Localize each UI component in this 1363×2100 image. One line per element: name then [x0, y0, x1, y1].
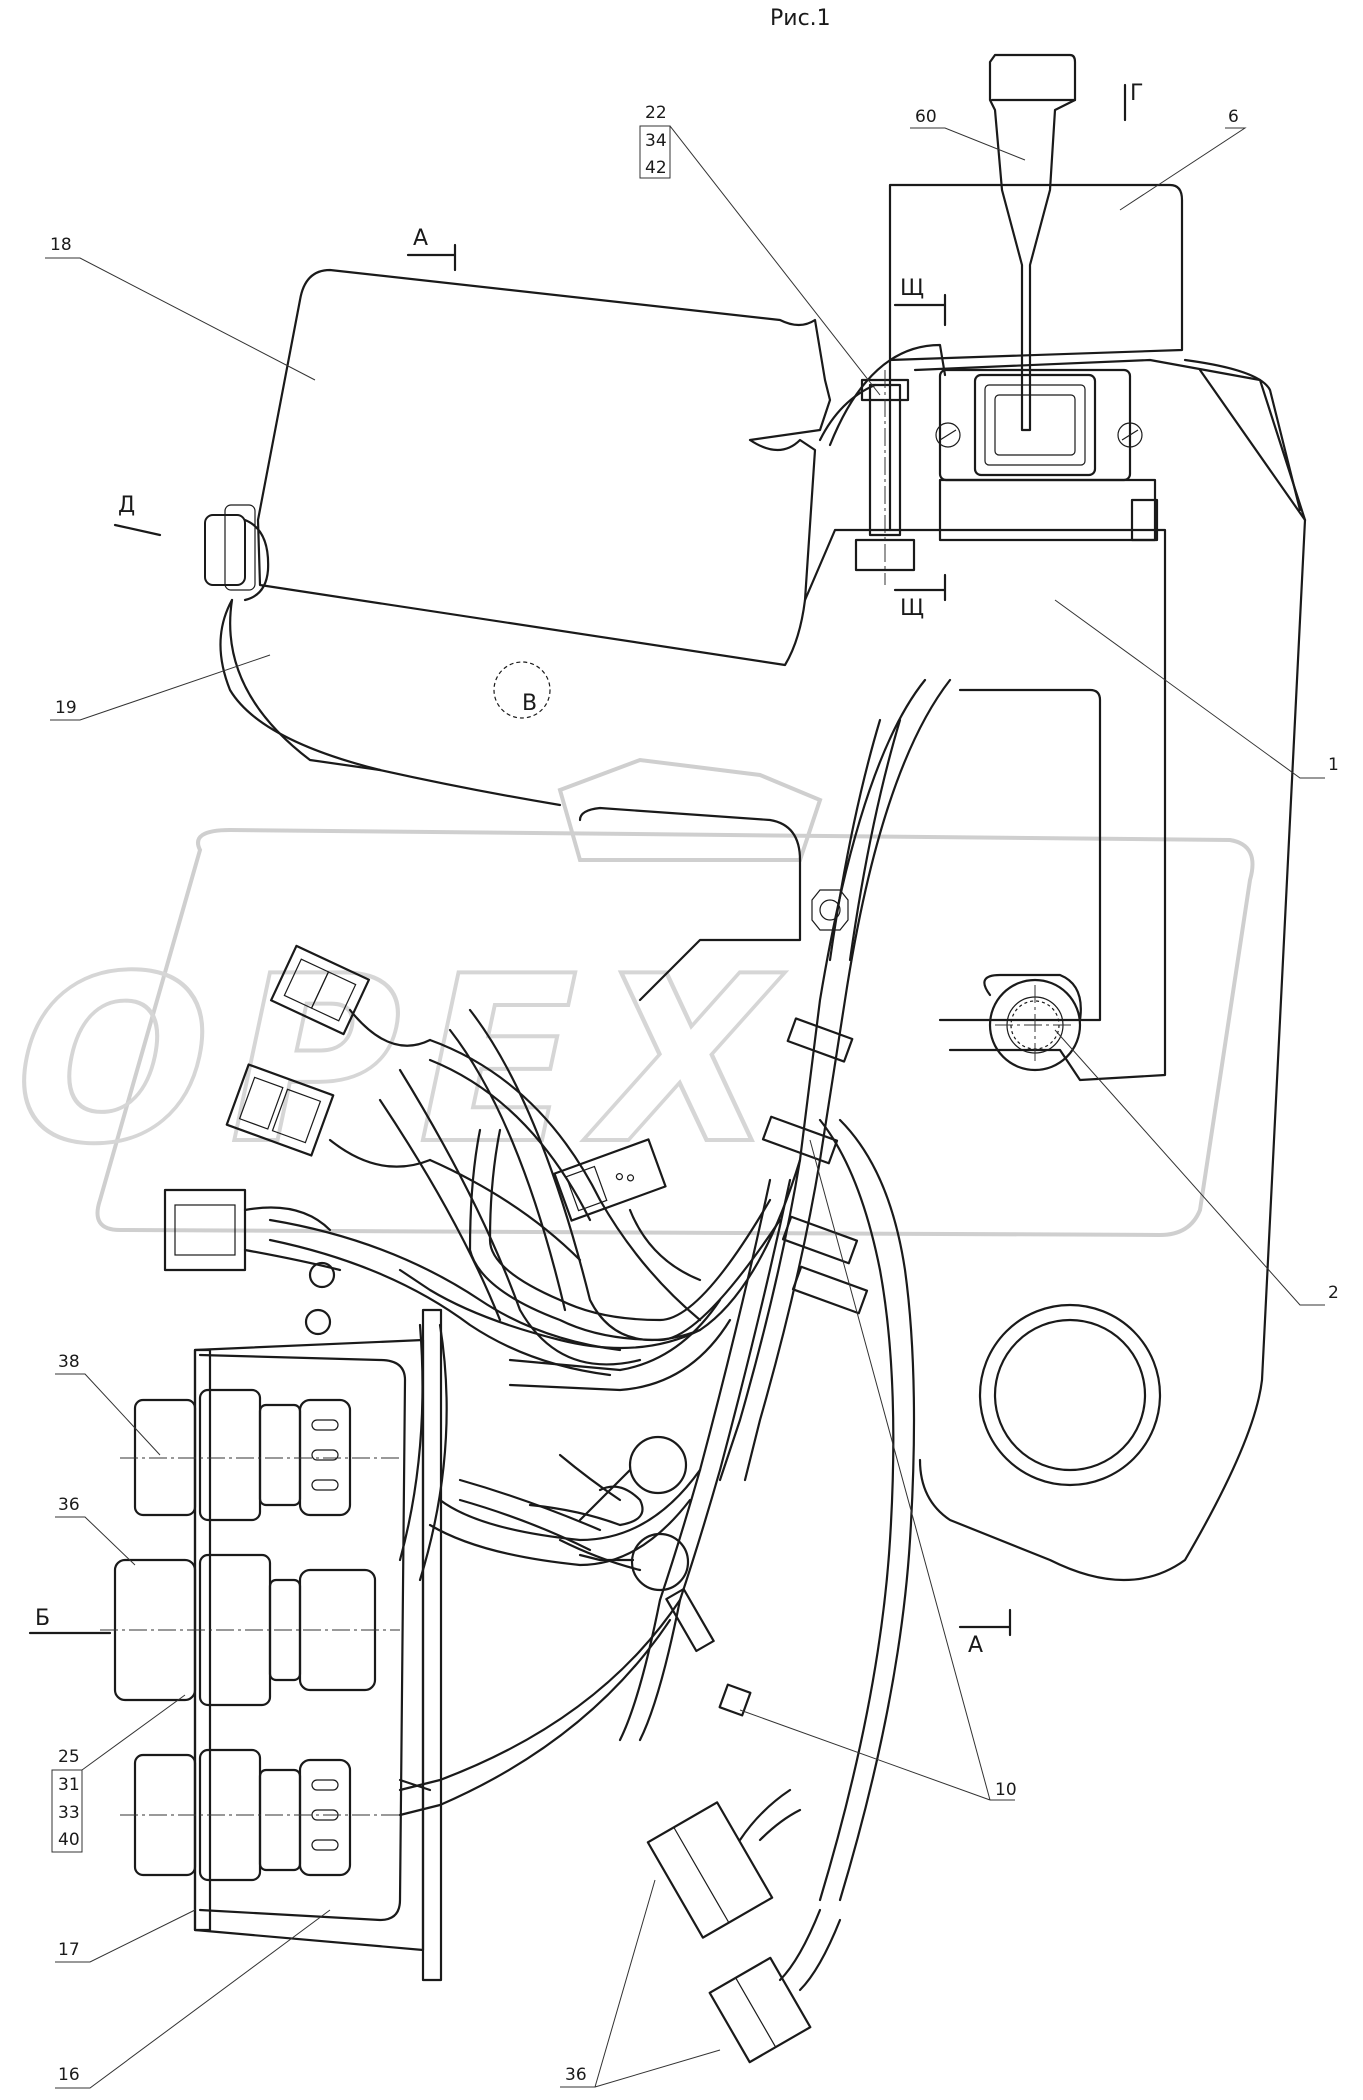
callout-40: 40	[58, 1830, 80, 1850]
lever-assembly	[578, 53, 1307, 1581]
callout-31: 31	[58, 1775, 80, 1795]
section-mark-a-top: А	[413, 226, 428, 251]
callout-25: 25	[58, 1747, 80, 1767]
callout-22: 22	[645, 103, 667, 123]
tank-housing	[229, 268, 832, 807]
callout-1: 1	[1328, 755, 1339, 775]
callout-34: 34	[645, 131, 667, 151]
callout-42: 42	[645, 158, 667, 178]
callout-36-left: 36	[58, 1495, 80, 1515]
callout-17: 17	[58, 1940, 80, 1960]
section-mark-b: Б	[35, 1606, 50, 1631]
callout-60: 60	[915, 107, 937, 127]
callout-10: 10	[995, 1780, 1017, 1800]
wiring-harness	[163, 678, 952, 2064]
callout-6: 6	[1228, 107, 1239, 127]
callout-19: 19	[55, 698, 77, 718]
callout-36-bottom: 36	[565, 2065, 587, 2085]
callouts: 18 19 22 34 42 60 6 1 2 10 38 36 25 31 3…	[45, 103, 1339, 2089]
section-mark-g: Г	[1130, 81, 1143, 106]
panel-assembly	[100, 1308, 443, 1982]
callout-18: 18	[50, 235, 72, 255]
cap-connector	[204, 504, 382, 772]
callout-33: 33	[58, 1803, 80, 1823]
section-mark-shch-top: Щ	[900, 276, 924, 301]
section-mark-d: Д	[118, 493, 135, 518]
section-mark-a-bottom: А	[968, 1633, 983, 1658]
callout-38: 38	[58, 1352, 80, 1372]
figure-title: Рис.1	[770, 6, 831, 31]
section-mark-v: В	[522, 691, 537, 716]
callout-2: 2	[1328, 1283, 1339, 1303]
section-marks: А А Б В Г Д Щ Щ	[28, 81, 1143, 1658]
watermark: OPEX	[0, 757, 1255, 1238]
section-mark-shch-bottom: Щ	[900, 596, 924, 621]
callout-16: 16	[58, 2065, 80, 2085]
watermark-text: OPEX	[0, 926, 822, 1194]
